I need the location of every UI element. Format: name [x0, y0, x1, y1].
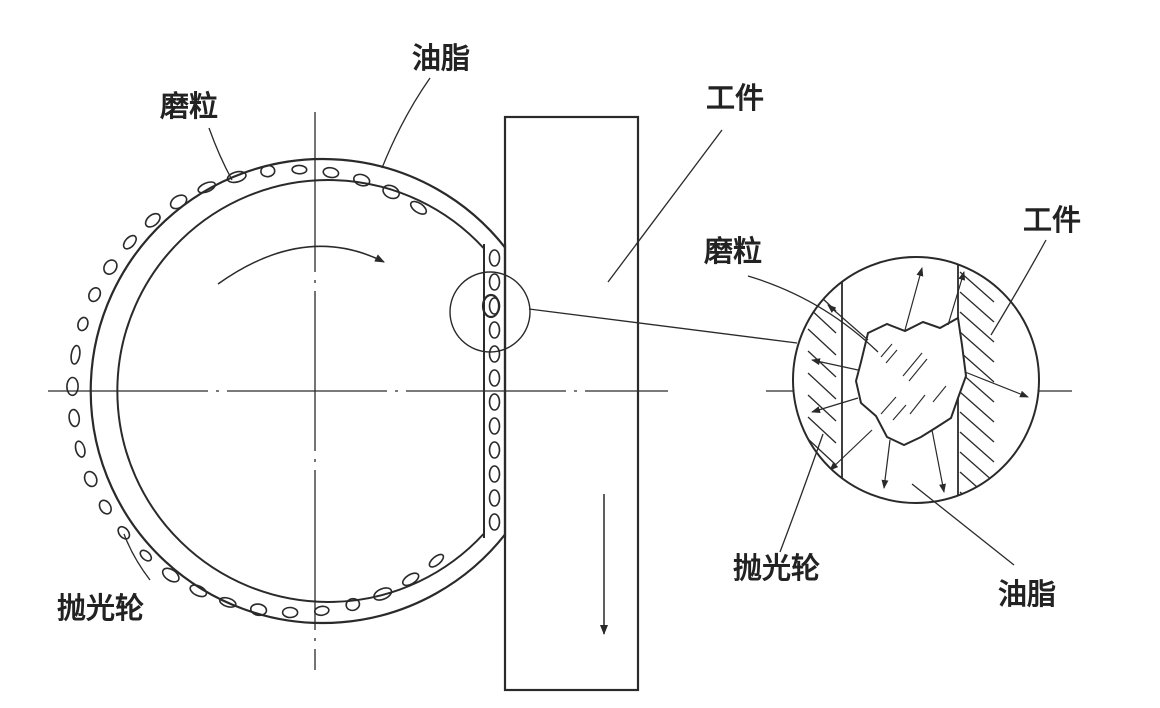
abrasive-grain: [373, 587, 393, 601]
abrasive-grain: [98, 499, 112, 515]
abrasive-grain: [281, 606, 299, 619]
abrasive-grain: [260, 164, 276, 178]
abrasive-grain: [488, 345, 501, 363]
abrasive-grain: [488, 465, 501, 483]
abrasive-grain: [161, 567, 180, 583]
abrasive-grain: [74, 440, 86, 458]
leader-wheel-zoom: [779, 433, 824, 553]
abrasive-grain: [77, 316, 89, 332]
force-arrow-icon: [964, 371, 1029, 398]
abrasive-grain: [197, 181, 217, 194]
label-grease-zoom: 油脂: [998, 577, 1057, 611]
hatch-line: [807, 372, 837, 400]
zoom-abrasive-particle: [854, 316, 968, 447]
abrasive-grain: [117, 525, 131, 540]
hatch-line: [807, 350, 837, 378]
wheel-inner-rim: [116, 179, 485, 603]
abrasive-grain: [488, 273, 501, 291]
hatch-line: [807, 438, 837, 466]
abrasive-grain: [103, 259, 118, 275]
force-arrow-icon: [947, 271, 966, 326]
abrasive-grain: [249, 603, 268, 617]
leader-grease-top: [381, 77, 431, 169]
abrasive-grain: [70, 344, 81, 365]
force-arrow-icon: [829, 429, 873, 471]
abrasive-grain: [488, 441, 501, 459]
abrasive-grain: [68, 408, 81, 428]
hatch-line: [959, 331, 995, 363]
abrasive-grain: [66, 376, 79, 397]
force-arrow-icon: [811, 397, 859, 414]
force-arrow-icon: [881, 439, 891, 489]
abrasive-grain: [218, 596, 237, 608]
abrasive-grain: [488, 513, 501, 531]
detail-marker-circle: [449, 271, 531, 353]
force-arrow-icon: [904, 267, 924, 331]
abrasive-grain: [488, 249, 501, 267]
abrasive-grain: [488, 321, 501, 339]
hatch-line: [959, 431, 995, 463]
hatch-line: [959, 411, 995, 443]
abrasive-grain: [353, 173, 371, 187]
hatch-line: [807, 394, 837, 422]
abrasive-grain: [345, 597, 361, 612]
force-arrow-icon: [811, 358, 859, 371]
abrasive-grain: [313, 605, 330, 617]
leader-workpiece-main: [607, 129, 723, 283]
workpiece-block: [503, 115, 640, 692]
hatch-line: [959, 351, 995, 383]
force-arrow-icon: [827, 304, 869, 341]
abrasive-grain: [189, 584, 208, 598]
abrasive-grain: [139, 549, 153, 562]
leader-lines: [123, 77, 1047, 581]
leader-grease-zoom: [911, 483, 1015, 566]
abrasive-grain: [488, 489, 501, 507]
abrasive-grain: [382, 184, 400, 200]
force-arrows: [811, 267, 1029, 493]
leader-workpiece-zoom: [990, 239, 1047, 336]
label-grease-top: 油脂: [412, 41, 471, 75]
rotation-arrow-icon: [217, 245, 385, 285]
abrasive-grain: [322, 166, 340, 179]
abrasive-grain: [401, 572, 420, 587]
hatch-line: [807, 416, 837, 444]
label-wheel-zoom: 抛光轮: [733, 551, 821, 585]
abrasive-grains: [66, 164, 501, 619]
abrasive-grain: [122, 234, 138, 250]
hatch-line: [959, 291, 995, 323]
label-abrasive-zoom: 磨粒: [704, 234, 763, 268]
label-workpiece-main: 工件: [706, 81, 765, 115]
abrasive-grain-highlight: [481, 293, 501, 319]
abrasive-grain: [83, 470, 98, 488]
force-arrow-icon: [931, 429, 946, 493]
label-workpiece-zoom: 工件: [1023, 203, 1082, 237]
abrasive-grain: [226, 170, 247, 184]
leader-abrasive-top: [208, 127, 233, 181]
label-abrasive-top: 磨粒: [160, 89, 219, 123]
zoom-detail: [792, 256, 1040, 504]
hatch-line: [959, 491, 995, 503]
hatch-line: [959, 391, 995, 423]
hatch-line: [959, 311, 995, 343]
hatch-line: [807, 328, 837, 356]
detail-connector-line: [528, 308, 798, 344]
wheel-outer-rim: [89, 157, 507, 625]
abrasive-grain: [488, 393, 501, 411]
leader-abrasive-zoom: [747, 275, 879, 353]
abrasive-grain: [144, 212, 161, 228]
hatch-line: [959, 271, 995, 303]
abrasive-grain: [488, 369, 501, 387]
label-wheel-bottom: 抛光轮: [57, 591, 145, 625]
abrasive-grain: [409, 200, 428, 215]
particle-facets: [880, 343, 947, 421]
abrasive-grain: [428, 553, 445, 568]
abrasive-grain: [88, 286, 102, 303]
leader-wheel-bottom: [123, 533, 151, 581]
hatch-line: [959, 451, 995, 483]
abrasive-grain: [169, 194, 188, 210]
abrasive-grain: [291, 164, 308, 175]
abrasive-grain: [488, 417, 501, 435]
